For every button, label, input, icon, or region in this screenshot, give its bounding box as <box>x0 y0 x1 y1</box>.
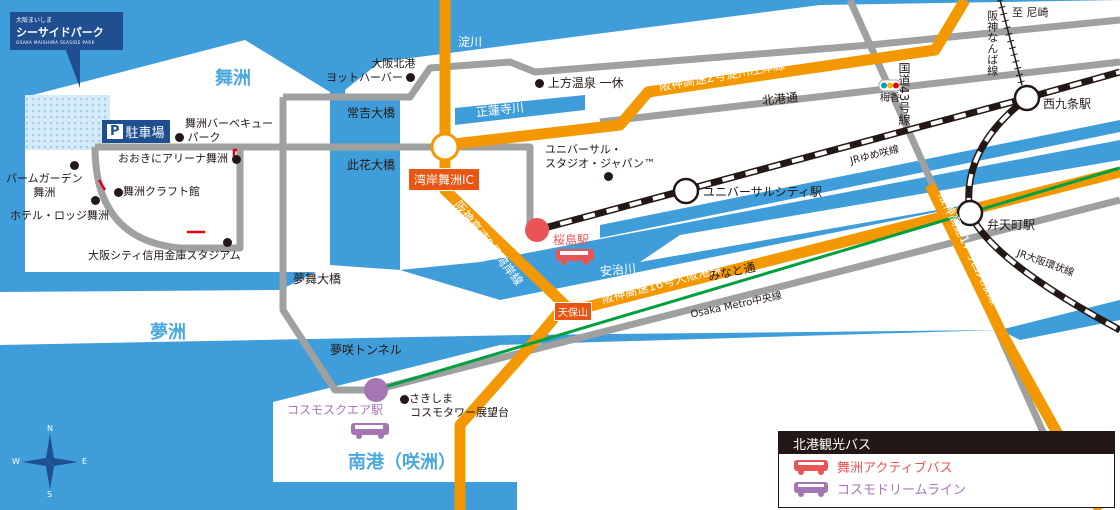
dot-icon <box>535 79 544 88</box>
road-r43: 国道43号線 <box>897 62 911 126</box>
umeka-signal-icon <box>878 79 902 92</box>
logo-en: OSAKA MAISHIMA SEASIDE PARK <box>16 40 95 45</box>
stations <box>364 84 1041 402</box>
compass-e: E <box>82 457 88 466</box>
place-bbq: 舞洲バーベキュー パーク <box>175 117 273 145</box>
place-usj: ユニバーサル・スタジオ・ジャパン™ <box>545 143 655 171</box>
bus-icon <box>794 459 828 475</box>
bus-legend: 北港観光バス 舞洲アクティブバス コスモドリームライン <box>778 431 1115 508</box>
compass-n: N <box>47 424 53 433</box>
bus-icon <box>794 481 828 497</box>
place-yacht: 大阪北港ヨットハーバー <box>326 57 416 85</box>
bus-icon-maishima <box>556 249 594 265</box>
bridge-konohana: 此花大橋 <box>347 158 396 172</box>
hotel-dot-icon <box>91 196 100 205</box>
yacht-line2: ヨットハーバー <box>326 70 403 84</box>
stadium-dot-icon <box>223 238 232 247</box>
place-cosmo-tower: さきしまコスモタワー展望台 <box>400 392 509 420</box>
onsen-text: 上方温泉 一休 <box>547 76 624 90</box>
bridge-yumemai: 夢舞大橋 <box>293 272 342 286</box>
logo-main: シーサイドパーク <box>16 26 104 39</box>
station-bentencho: 弁天町駅 <box>987 218 1036 232</box>
area-yumeshima: 夢洲 <box>150 322 186 343</box>
tag-tempozan: 天保山 <box>554 302 592 321</box>
usj-line2: スタジオ・ジャパン™ <box>545 156 655 170</box>
legend-title: 北港観光バス <box>779 432 1114 454</box>
legend-label: 舞洲アクティブバス <box>837 461 953 476</box>
dot-icon <box>69 160 79 170</box>
tower-line2: コスモタワー展望台 <box>410 405 509 419</box>
station-cosmo: コスモスクエア駅 <box>287 403 384 417</box>
river-yodo: 淀川 <box>458 35 483 49</box>
dot-icon <box>175 133 184 143</box>
craft-text: 舞洲クラフト館 <box>123 185 200 198</box>
usj-dot-icon <box>604 172 613 181</box>
logo-pointer <box>65 48 80 88</box>
bus-icon-cosmo <box>351 423 389 439</box>
arena-text: おおきにアリーナ舞洲 <box>118 152 228 165</box>
station-usj: ユニバーサルシティ駅 <box>703 185 823 199</box>
seaside-park-area <box>25 95 110 150</box>
water <box>0 95 1120 510</box>
parking-text: 駐車場 <box>125 126 165 141</box>
station-nishikujo: 西九条駅 <box>1043 97 1092 111</box>
place-onsen: 上方温泉 一休 <box>535 76 624 91</box>
dot-icon <box>231 154 241 164</box>
yacht-line1: 大阪北港 <box>371 57 416 70</box>
station-sakurajima: 桜島駅 <box>553 233 590 247</box>
legend-item-maishima: 舞洲アクティブバス <box>779 454 1114 479</box>
place-hotel: ホテル・ロッジ舞洲 <box>10 209 109 222</box>
place-arena: おおきにアリーナ舞洲 <box>118 152 241 166</box>
parking-icon: P <box>107 124 123 139</box>
metro-line <box>374 166 1120 392</box>
bridge-tsuneyoshi: 常吉大橋 <box>347 106 396 120</box>
logo-small: 大阪まいしま <box>16 17 53 24</box>
rail-hanshin: 阪神なんば線 <box>985 10 999 76</box>
palm-line1: パームガーデン <box>6 171 83 185</box>
place-amagasaki: 至 尼崎 <box>1012 6 1049 19</box>
place-stadium: 大阪シティ信用金庫スタジアム <box>88 249 241 262</box>
tag-ic: 湾岸舞洲IC <box>408 168 480 191</box>
palm-line2: 舞洲 <box>33 185 56 199</box>
usj-line1: ユニバーサル・ <box>545 143 622 156</box>
place-palm: パームガーデン舞洲 <box>6 158 83 199</box>
dot-icon <box>400 394 409 404</box>
compass-w: W <box>12 457 20 466</box>
place-craft: 舞洲クラフト館 <box>114 185 200 199</box>
area-maishima: 舞洲 <box>215 68 251 89</box>
tunnel-yumesaki: 夢咲トンネル <box>330 343 402 357</box>
bbq-line1: 舞洲バーベキュー <box>185 117 273 130</box>
area-nanko: 南港（咲洲） <box>348 452 456 473</box>
dot-icon <box>114 187 123 197</box>
legend-item-cosmo: コスモドリームライン <box>779 479 1114 501</box>
legend-label: コスモドリームライン <box>837 483 966 498</box>
place-umeka: 梅香 <box>880 93 900 104</box>
compass-icon <box>22 434 78 490</box>
tower-line1: さきしま <box>409 392 453 405</box>
bbq-line2: パーク <box>187 130 221 144</box>
dot-icon <box>406 73 416 83</box>
compass-s: S <box>47 490 53 499</box>
